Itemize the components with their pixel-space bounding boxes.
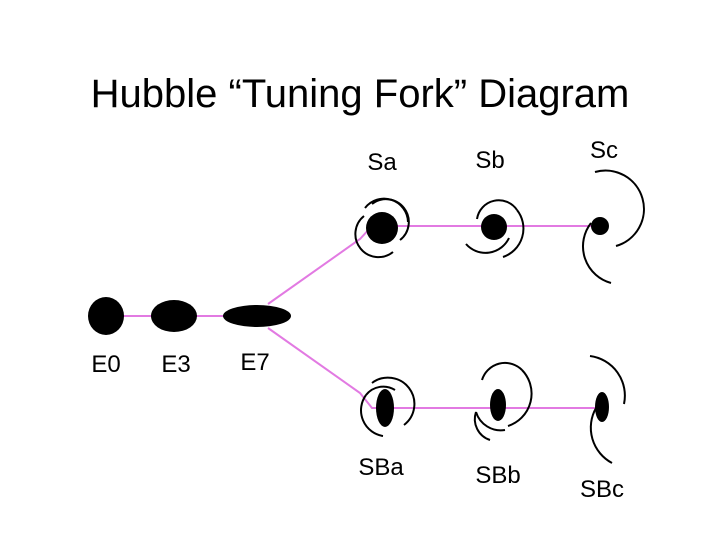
spiral-arm-shape <box>473 411 491 441</box>
label-e3: E3 <box>161 351 190 378</box>
spiral-arm-shape <box>581 222 612 284</box>
label-sbc: SBc <box>580 476 624 503</box>
spiral-arm-shape <box>365 385 396 396</box>
galaxy-e0: E0 <box>88 297 124 378</box>
galaxy-e3: E3 <box>151 300 197 378</box>
spiral-core-shape <box>366 212 398 244</box>
barred-spiral-core-shape <box>490 389 506 421</box>
galaxy-sa: Sa <box>354 149 410 259</box>
elliptical-galaxy-shape <box>88 297 124 335</box>
label-e7: E7 <box>240 349 269 376</box>
elliptical-galaxy-shape <box>223 305 291 327</box>
spiral-branch-line <box>267 225 600 305</box>
label-e0: E0 <box>91 351 120 378</box>
spiral-arm-shape <box>594 169 645 247</box>
barred-spiral-core-shape <box>595 392 609 422</box>
spiral-arm-shape <box>507 369 533 427</box>
spiral-arm-shape <box>502 209 525 258</box>
spiral-arm-shape <box>476 199 518 220</box>
barred-spiral-branch-line <box>267 327 600 409</box>
barred-spiral-core-shape <box>376 389 394 427</box>
galaxy-e7: E7 <box>223 305 291 376</box>
label-sa: Sa <box>367 149 397 176</box>
spiral-arm-shape <box>465 237 510 254</box>
elliptical-galaxy-shape <box>151 300 197 332</box>
galaxy-sb: Sb <box>465 147 525 258</box>
spiral-core-shape <box>481 214 507 240</box>
spiral-arm-shape <box>354 215 394 259</box>
spiral-core-shape <box>591 217 609 235</box>
label-sba: SBa <box>358 454 404 481</box>
spiral-arm-shape <box>589 355 626 405</box>
galaxy-sc: Sc <box>581 137 645 284</box>
spiral-arm-shape <box>360 394 384 437</box>
diagram-title: Hubble “Tuning Fork” Diagram <box>90 72 630 116</box>
galaxy-sbc: SBc <box>580 355 626 503</box>
spiral-arm-shape <box>481 361 523 381</box>
spiral-arm-shape <box>371 376 416 426</box>
label-sbb: SBb <box>475 462 520 489</box>
galaxy-sbb: SBb <box>473 361 533 489</box>
spiral-arm-shape <box>364 197 409 223</box>
galaxy-sba: SBa <box>358 376 416 481</box>
spiral-arm-shape <box>475 411 506 432</box>
label-sc: Sc <box>590 137 618 164</box>
spiral-arm-shape <box>589 407 613 464</box>
label-sb: Sb <box>475 147 504 174</box>
